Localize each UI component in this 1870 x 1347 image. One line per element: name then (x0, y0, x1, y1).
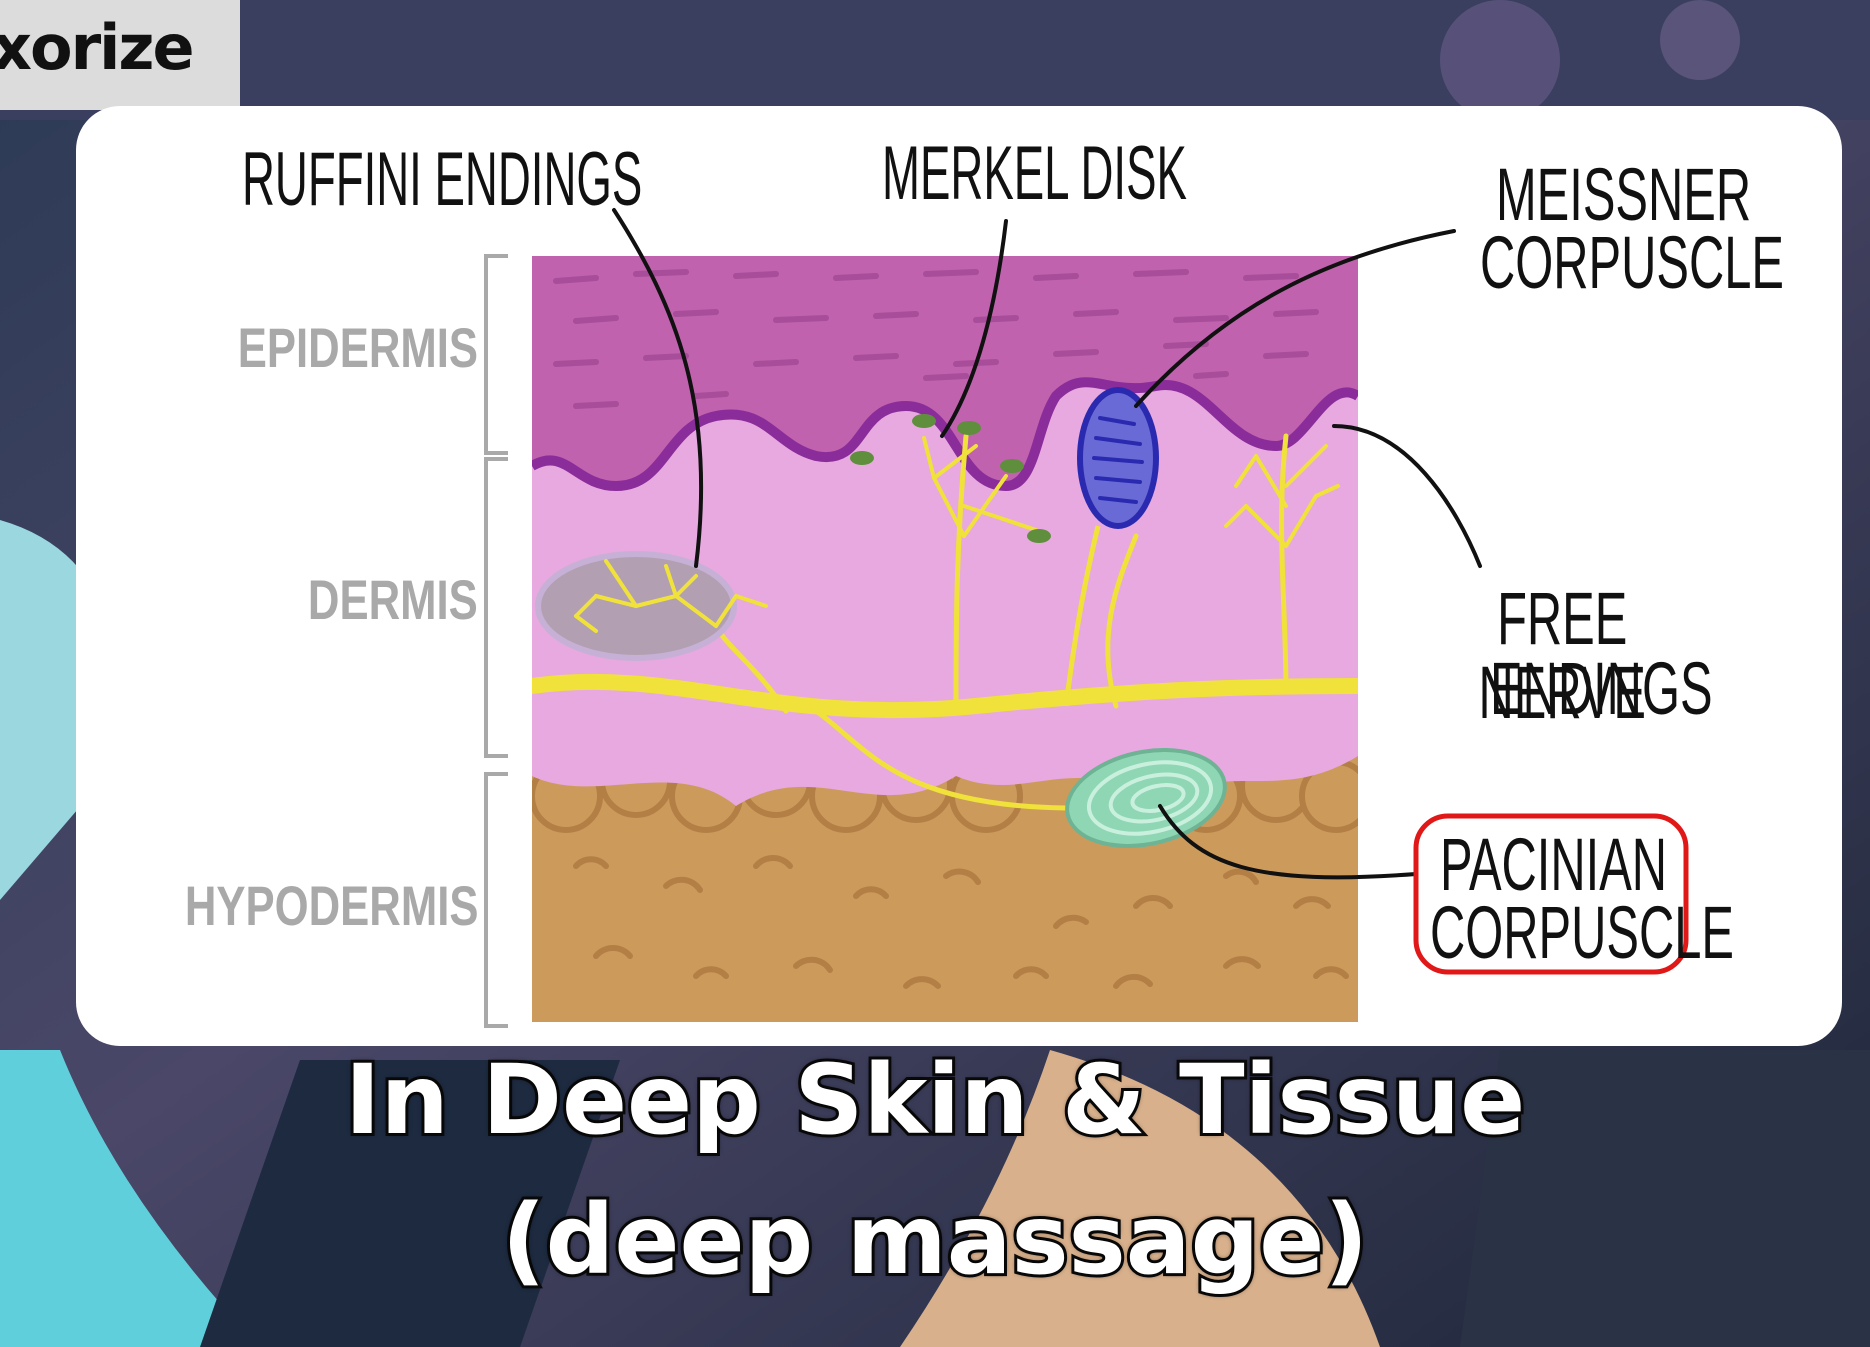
merkel-leader (940, 219, 1008, 438)
ruffini-branches (574, 559, 768, 633)
ruffini-leader (612, 208, 704, 568)
free-nerve-label-line2: ENDINGS (1490, 647, 1713, 730)
merkel-branches (922, 436, 1038, 538)
pacinian-corpuscle (1065, 748, 1227, 848)
free-nerve-branches (1224, 444, 1340, 548)
skin-layers-diagram (484, 208, 1689, 1028)
free-nerve-label-line1: FREE NERVE (1478, 577, 1646, 734)
epidermis-label: EPIDERMIS (237, 316, 478, 379)
layer-brackets (484, 254, 508, 1028)
channel-logo-text: xorize (0, 11, 195, 84)
caption-line1: In Deep Skin & Tissue (342, 1044, 1528, 1156)
epidermis-cells (553, 269, 1319, 409)
fat-arcs (573, 854, 1349, 989)
hypodermis-bracket (484, 772, 508, 1028)
diagram-card: EPIDERMIS DERMIS HYPODERMIS RUFFINI ENDI… (76, 106, 1842, 1046)
pacinian-label-line2: CORPUSCLE (1430, 891, 1734, 974)
meissner-nerve (1063, 525, 1101, 707)
meissner-leader (1134, 229, 1456, 408)
meissner-label-line2: CORPUSCLE (1480, 221, 1784, 304)
pacinian-leader (1158, 804, 1418, 880)
channel-logo: xorize (0, 8, 240, 88)
epidermis-layer (532, 256, 1358, 486)
pacinian-highlight-box (1413, 813, 1689, 975)
free-nerve-leader (1332, 424, 1482, 568)
merkel-cells (850, 414, 1051, 543)
leader-lines (612, 208, 1482, 880)
meissner-lines (1092, 416, 1144, 504)
pacinian-label-line1: PACINIAN (1440, 823, 1668, 906)
merkel-disk-label: MERKEL DISK (882, 131, 1187, 216)
caption-line2: (deep massage) (499, 1184, 1372, 1296)
dermis-bracket (484, 457, 508, 758)
epidermis-bracket (484, 254, 508, 455)
basement-membrane (532, 377, 1358, 492)
dermis-label: DERMIS (308, 568, 478, 631)
ruffini-endings-label: RUFFINI ENDINGS (242, 137, 643, 222)
meissner-label-line1: MEISSNER (1496, 153, 1752, 236)
hypodermis-label: HYPODERMIS (184, 874, 478, 937)
nerve-fibers (532, 433, 1358, 811)
